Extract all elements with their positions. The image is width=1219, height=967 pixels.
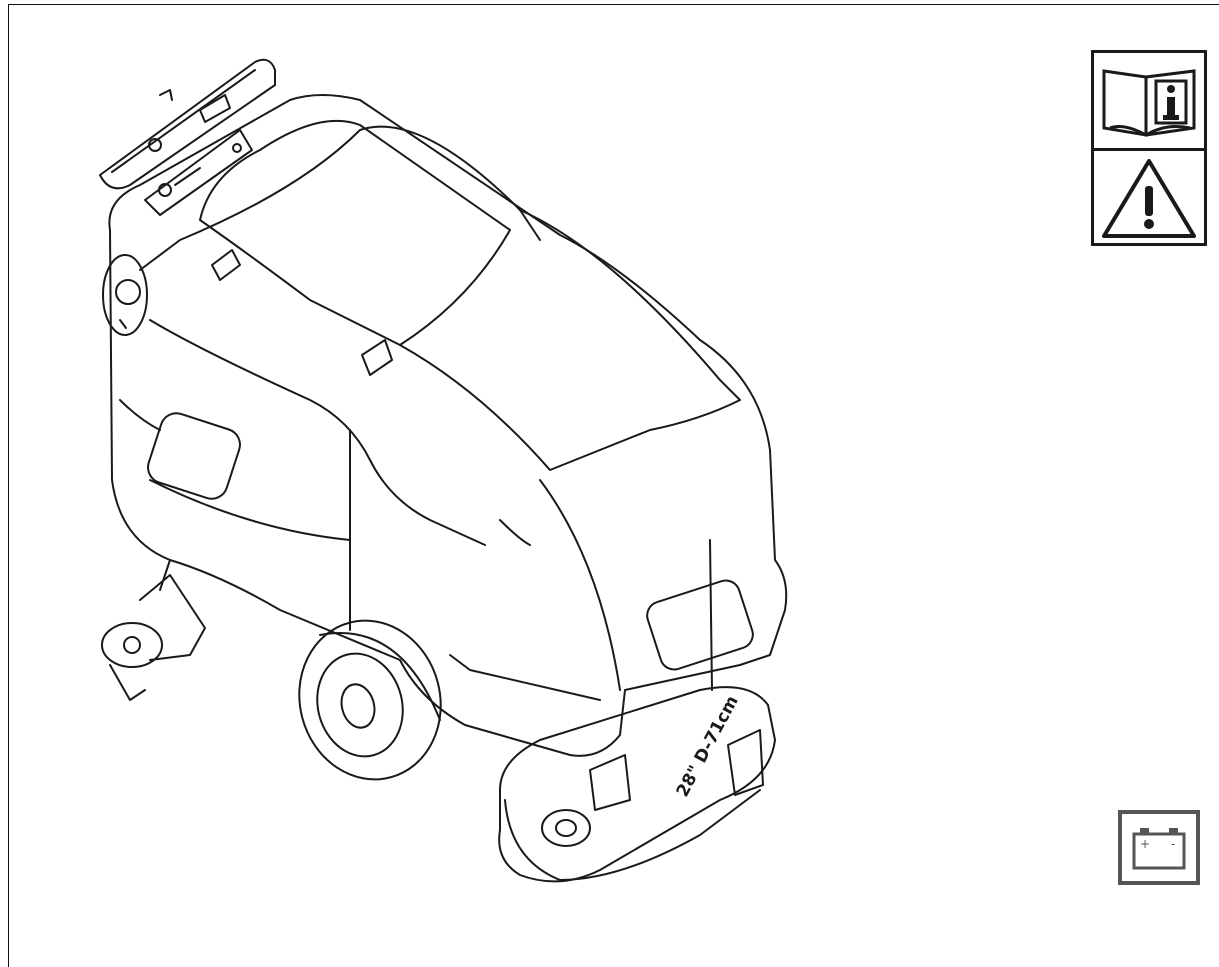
handle-bar: [99, 58, 276, 190]
battery-minus-label: -: [1171, 837, 1175, 851]
brush-deck-label: 28" D-71cm: [673, 693, 743, 801]
control-panel: [144, 129, 253, 216]
brush-deck: 28" D-71cm: [498, 686, 776, 883]
battery-icon: + -: [1132, 828, 1186, 870]
warning-triangle-icon: [1102, 159, 1196, 238]
frame-left-border: [8, 4, 9, 967]
lid-latches: [211, 249, 393, 376]
battery-plus-label: +: [1140, 837, 1150, 851]
battery-symbol: + -: [1118, 810, 1200, 885]
frame-top-border: [8, 4, 1219, 5]
rear-wheel: [298, 619, 442, 781]
side-window: [147, 412, 754, 671]
squeegee-assembly: [101, 559, 206, 701]
read-manual-info-icon: [1102, 69, 1196, 137]
read-manual-symbol: [1094, 53, 1204, 151]
warning-symbol: [1094, 151, 1204, 246]
machine-body: [108, 94, 788, 757]
fill-port: [102, 254, 148, 336]
safety-symbol-panel: [1091, 50, 1207, 246]
